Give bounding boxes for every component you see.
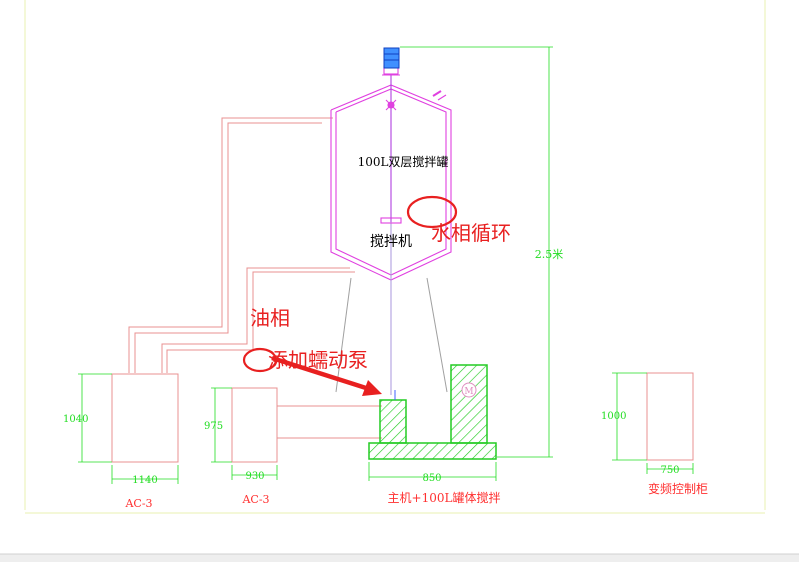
ac3-mid-caption: AC-3	[241, 493, 269, 506]
cabinet-width: 750	[660, 465, 679, 476]
mixer-label: 搅拌机	[370, 234, 412, 250]
height-dimension	[400, 46, 553, 458]
oil-phase-note: 油相	[250, 306, 290, 330]
tank-label: 100L双层搅拌罐	[358, 154, 449, 169]
main-machine: M	[368, 364, 497, 460]
main-dims: 850 主机+100L罐体搅拌	[368, 462, 501, 505]
stirring-tank	[330, 65, 452, 395]
annotations: 水相循环 油相 添加蠕动泵	[242, 195, 511, 396]
piping	[128, 117, 382, 439]
ac3-mid-width: 930	[245, 471, 264, 482]
tank-supports	[335, 277, 448, 393]
ac3-left-width: 1140	[132, 475, 157, 486]
control-cabinet: 1000 750 变频控制柜	[601, 372, 708, 496]
height-label: 2.5米	[535, 248, 564, 261]
ac3-mid-height: 975	[204, 421, 223, 432]
mixer-motor-icon	[383, 47, 400, 69]
pointer-arrow	[271, 355, 367, 391]
main-width: 850	[422, 473, 441, 484]
ac3-mid-unit: 975 930 AC-3	[204, 387, 278, 506]
main-caption: 主机+100L罐体搅拌	[388, 490, 501, 505]
ac3-left-height: 1040	[63, 414, 88, 425]
cabinet-height: 1000	[601, 411, 626, 422]
ac3-left-caption: AC-3	[124, 497, 152, 510]
motor-icon	[461, 382, 477, 398]
ac3-left-unit: 1040 1140 AC-3	[63, 373, 179, 510]
water-phase-note: 水相循环	[431, 221, 511, 245]
cabinet-caption: 变频控制柜	[648, 481, 708, 496]
motor-letter: M	[464, 387, 473, 397]
